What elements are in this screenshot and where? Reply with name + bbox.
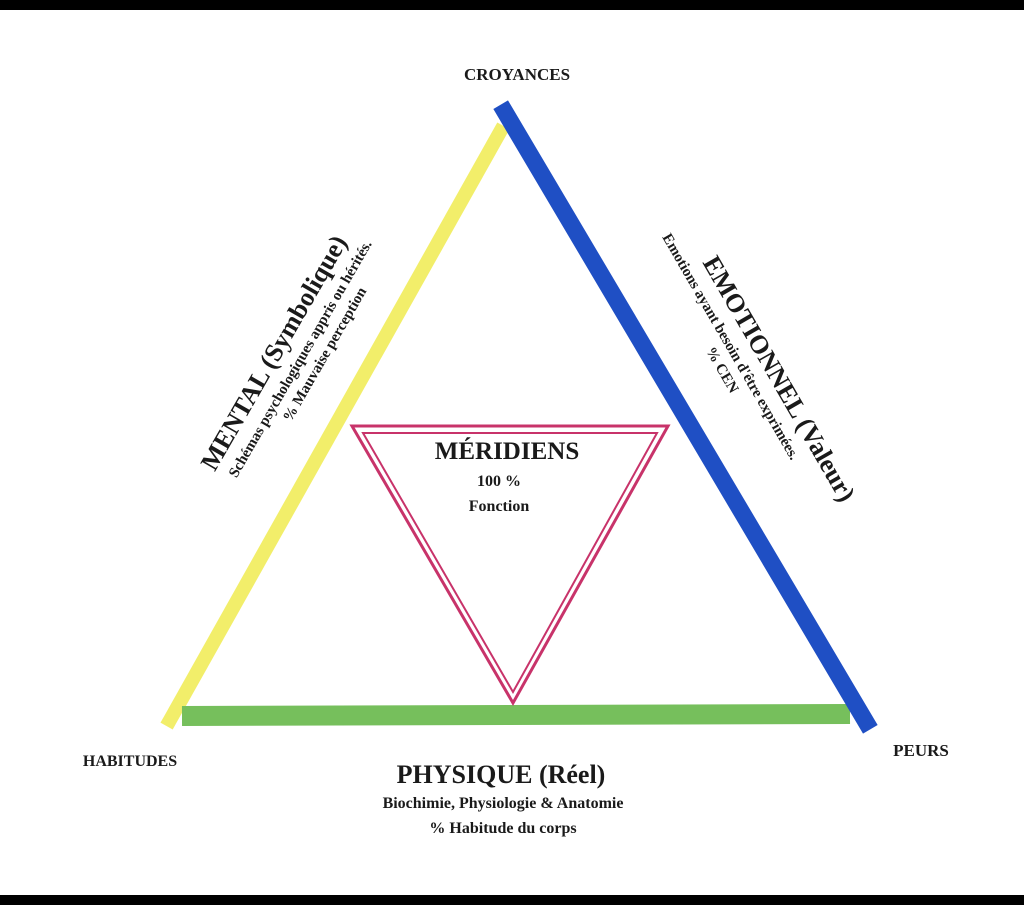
meridiens-line2: Fonction [469, 498, 530, 515]
vertex-peurs: PEURS [893, 741, 949, 760]
triangle-diagram: CROYANCES HABITUDES PEURS MENTAL (Symbol… [83, 65, 949, 837]
mental-label-group: MENTAL (Symbolique) Schémas psychologiqu… [195, 230, 376, 480]
vertex-croyances: CROYANCES [464, 65, 570, 84]
emotionnel-side-blue [493, 100, 878, 734]
physique-title: PHYSIQUE (Réel) [397, 760, 606, 789]
meridiens-title: MÉRIDIENS [435, 437, 579, 465]
vertex-habitudes: HABITUDES [83, 753, 177, 770]
meridiens-triangle [349, 424, 671, 707]
emotionnel-label-group: EMOTIONNEL (Valeur) Emotions ayant besoi… [659, 231, 862, 507]
diagram-canvas: CROYANCES HABITUDES PEURS MENTAL (Symbol… [0, 10, 1024, 895]
physique-side-green [181, 704, 851, 726]
mental-line1: Schémas psychologiques appris ou hérités… [226, 237, 376, 480]
mental-side-yellow [160, 122, 510, 730]
physique-line1: Biochimie, Physiologie & Anatomie [383, 795, 624, 812]
meridiens-line1: 100 % [477, 473, 521, 490]
physique-line2: % Habitude du corps [429, 820, 576, 837]
